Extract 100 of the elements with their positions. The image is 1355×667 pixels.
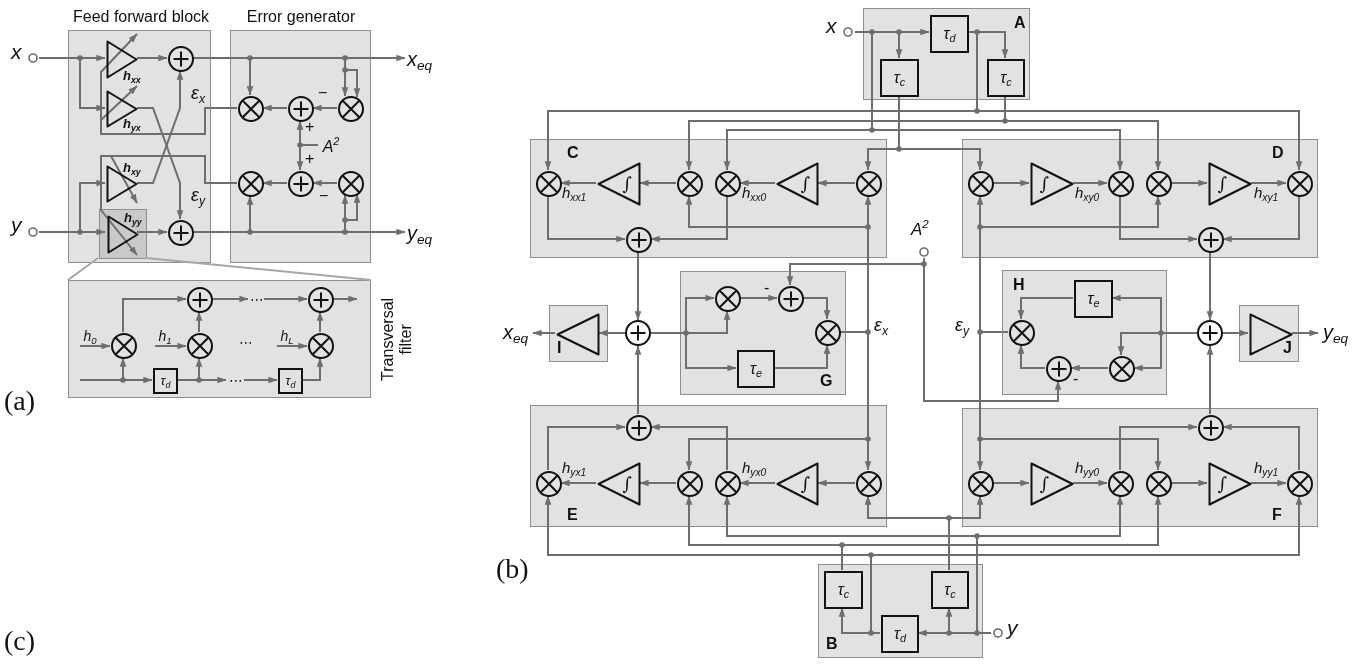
signal-arrow [276,342,308,350]
signal-arrow [1119,423,1198,471]
adder-symbol [1198,227,1224,253]
signal-arrow [110,155,138,204]
amplifier-symbol [1249,313,1293,356]
signal-label: h$_{yx1}$ [562,460,587,477]
signal-arrow [547,195,626,243]
signal-label: h$_{1}$ [156,328,174,345]
multiplier-symbol [677,171,703,197]
adder-symbol [168,220,194,246]
signal-arrow [122,295,187,333]
signal-label: ε$_{y}$ [955,316,970,336]
signal-arrow [195,311,203,333]
multiplier-symbol [1146,471,1172,497]
integrator-symbol: ∫ [1030,162,1074,206]
signal-arrow [817,179,856,187]
block-panel [530,405,887,527]
signal-arrow [1072,479,1108,487]
multiplier-symbol [968,471,994,497]
integrator-symbol: ∫ [1030,462,1074,506]
adder-symbol [778,286,804,312]
signal-label: h$_{xx1}$ [562,185,587,202]
signal-line [110,155,238,184]
guide-line [67,257,99,281]
delay-block: τ$_{c}$ [880,59,919,97]
block-label: F [1272,506,1282,524]
terminal-label: y [11,213,22,237]
guide-line [145,257,372,281]
signal-arrow [650,195,728,243]
multiplier-symbol [536,171,562,197]
signal-arrow [312,104,338,112]
subfigure-label: (a) [4,386,36,417]
signal-arrow [547,423,626,471]
integrator-symbol: ∫ [597,462,641,506]
signal-arrow [1291,329,1319,337]
adder-symbol [1197,320,1223,346]
integrator-symbol: ∫ [597,162,641,206]
multiplier-symbol [1009,320,1035,346]
signal-label: ε$_{y}$ [191,186,206,206]
block-label: I [557,339,562,357]
delay-block: τ$_{e}$ [1074,280,1113,318]
sign-label: + [305,118,315,136]
multiplier-symbol [536,471,562,497]
signal-arrow [817,479,856,487]
signal-arrow [639,179,677,187]
signal-arrow [316,311,324,333]
signal-arrow [739,479,776,487]
multiplier-symbol [1287,471,1313,497]
signal-label: h$_{xy0}$ [1075,185,1100,202]
adder-symbol [288,96,314,122]
multiplier-symbol [308,333,334,359]
signal-arrow [1072,179,1108,187]
multiplier-symbol [1108,471,1134,497]
ellipsis-text: ⋯ [227,373,245,389]
signal-arrow [154,342,187,350]
delay-block: τ$_{c}$ [824,571,863,609]
signal-arrow [312,179,338,187]
signal-arrow [1250,179,1287,187]
integrator-symbol: ∫ [776,162,819,206]
multiplier-symbol [715,171,741,197]
signal-arrow [100,85,138,121]
integrator-symbol: ∫ [1208,462,1252,506]
amplifier-symbol [556,313,600,356]
delay-block: τ$_{c}$ [987,59,1025,97]
signal-arrow [262,179,288,187]
panel-heading: Transversal filter [378,296,415,383]
signal-label: y$_{eq}$ [1318,318,1353,346]
signal-label: h$_{0}$ [81,328,99,345]
multiplier-symbol [856,471,882,497]
signal-arrow [262,104,288,112]
block-panel [1002,270,1167,395]
adder-symbol [288,171,314,197]
delay-block: τ$_{d}$ [881,615,919,653]
signal-arrow [1119,195,1198,243]
signal-arrow [992,479,1030,487]
terminal-label: x [11,40,22,64]
block-label: G [820,372,833,390]
signal-arrow [136,54,168,62]
signal-label: h$_{yx0}$ [742,460,767,477]
signal-label: h$_{yy0}$ [1075,460,1100,477]
multiplier-symbol [338,96,364,122]
signal-arrow [739,179,776,187]
block-panel [530,139,887,258]
delay-block: τ$_{e}$ [737,350,775,388]
signal-arrow [560,179,597,187]
subfigure-label: (b) [496,554,529,585]
signal-arrow [1170,479,1208,487]
signal-label: ε$_{x}$ [191,84,206,104]
signal-arrow [263,295,308,303]
block-panel [962,408,1318,527]
signal-arrow [1222,423,1300,471]
signal-arrow [211,295,249,303]
delay-block: τ$_{c}$ [931,571,969,609]
signal-arrow [650,423,728,471]
adder-symbol [308,287,334,313]
multiplier-symbol [715,286,741,312]
signal-label: h$_{yy1}$ [1254,460,1279,477]
integrator-symbol: ∫ [1208,162,1252,206]
block-panel [549,305,608,362]
signal-label: h$_{L}$ [278,328,296,345]
